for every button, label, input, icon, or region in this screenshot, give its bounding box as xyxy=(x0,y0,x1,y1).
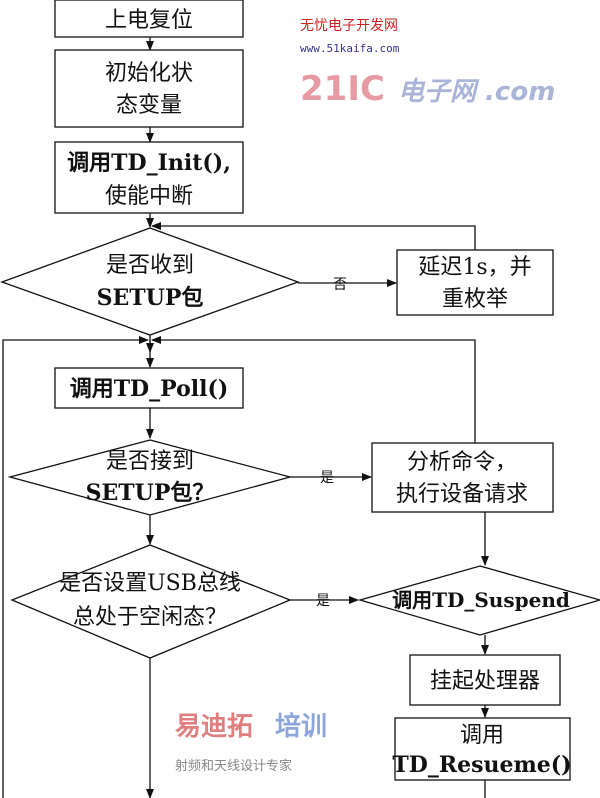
label-td-resume-2: TD_Resueme() xyxy=(392,752,571,778)
box-power-reset xyxy=(54,0,244,38)
diamond-td-suspend xyxy=(357,565,600,636)
box-suspend-cpu xyxy=(409,654,561,706)
watermark-training-blue: 培训 xyxy=(275,712,327,742)
label-td-resume-1: 调用 xyxy=(460,723,504,748)
label-td-init-1: 调用TD_Init(), xyxy=(67,150,231,176)
diamond-setup-got xyxy=(7,439,293,516)
node-labels: 上电复位 初始化状 态变量 调用TD_Init(), 使能中断 是否收到 SET… xyxy=(59,8,571,778)
label-td-poll: 调用TD_Poll() xyxy=(70,376,229,402)
watermark-site-cn: 无忧电子开发网 xyxy=(300,18,398,34)
label-usb-idle-1: 是否设置USB总线 xyxy=(59,571,241,596)
edge-label-yes-1: 是 xyxy=(320,470,334,486)
label-init-state-2: 态变量 xyxy=(116,93,182,118)
label-td-suspend: 调用TD_Suspend xyxy=(392,588,570,612)
diamond-setup-received xyxy=(0,227,300,336)
label-analyze-2: 执行设备请求 xyxy=(396,482,528,507)
watermark-tagline: 射频和天线设计专家 xyxy=(175,758,292,774)
label-init-state-1: 初始化状 xyxy=(105,61,193,86)
edge-label-no: 否 xyxy=(333,277,347,293)
watermark-training-red: 易迪拓 xyxy=(175,712,253,742)
watermark-21ic-logo: 21IC xyxy=(300,69,385,109)
label-usb-idle-2: 总处于空闲态？ xyxy=(73,605,227,630)
label-delay-1: 延迟1s，并 xyxy=(418,255,531,280)
shapes xyxy=(0,0,600,781)
watermark-site-url: www.51kaifa.com xyxy=(300,42,400,55)
edge-label-yes-2: 是 xyxy=(316,593,330,609)
label-delay-2: 重枚举 xyxy=(442,287,508,312)
label-analyze-1: 分析命令， xyxy=(407,450,517,475)
label-power-reset: 上电复位 xyxy=(105,8,193,33)
box-analyze-cmd xyxy=(371,442,554,513)
box-init-state xyxy=(54,49,244,128)
box-td-init xyxy=(54,141,244,214)
label-setup-received-1: 是否收到 xyxy=(106,253,194,278)
box-td-poll xyxy=(54,367,244,409)
box-delay-reenum xyxy=(396,249,554,316)
box-td-resume xyxy=(394,717,571,781)
label-td-init-2: 使能中断 xyxy=(105,184,193,209)
label-suspend-cpu: 挂起处理器 xyxy=(430,669,540,694)
label-setup-got-2: SETUP包？ xyxy=(86,480,215,506)
watermark-com-logo: 电子网 .com xyxy=(398,77,555,107)
label-setup-got-1: 是否接到 xyxy=(106,449,194,474)
diamond-usb-idle xyxy=(10,544,292,659)
label-setup-received-2: SETUP包 xyxy=(97,285,204,311)
